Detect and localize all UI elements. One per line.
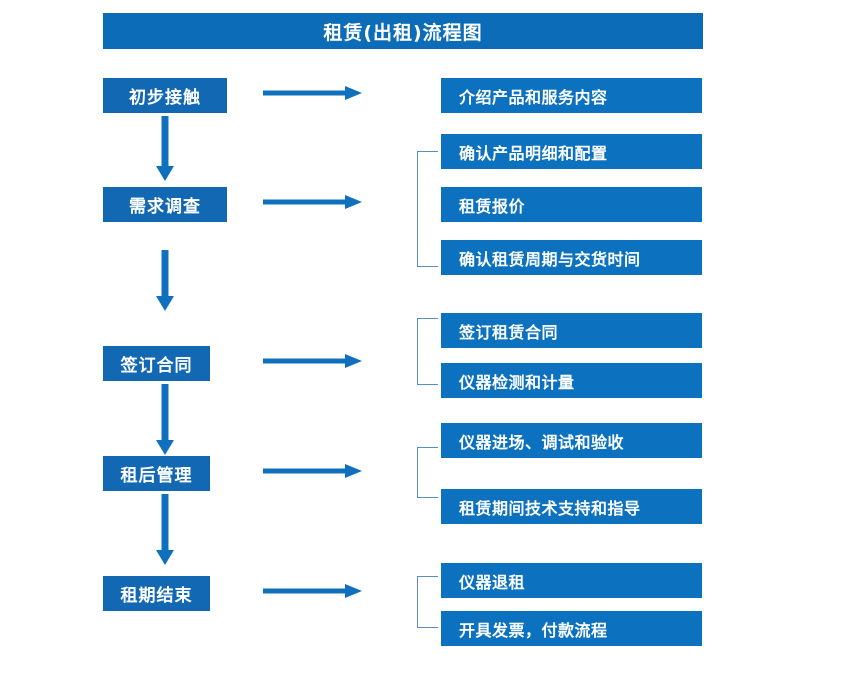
group-bracket-4 <box>417 576 438 628</box>
arrow-down-1 <box>147 250 183 312</box>
arrow-right-3 <box>263 461 363 481</box>
detail-box-4-1[interactable]: 开具发票，付款流程 <box>441 611 702 646</box>
stage-node-3[interactable]: 租后管理 <box>103 456 210 491</box>
stage-node-4[interactable]: 租期结束 <box>103 576 210 611</box>
detail-box-2-0[interactable]: 签订租赁合同 <box>441 313 702 348</box>
arrow-down-0 <box>147 116 183 182</box>
detail-box-1-2[interactable]: 确认租赁周期与交货时间 <box>441 240 702 275</box>
arrow-down-2 <box>147 384 183 456</box>
detail-box-3-0[interactable]: 仪器进场、调试和验收 <box>441 423 702 458</box>
arrow-right-2 <box>263 351 363 371</box>
stage-node-1[interactable]: 需求调查 <box>103 187 227 222</box>
detail-box-1-0[interactable]: 确认产品明细和配置 <box>441 134 702 169</box>
arrow-right-4 <box>263 581 363 601</box>
stage-node-0[interactable]: 初步接触 <box>103 78 227 113</box>
arrow-right-1 <box>263 192 363 212</box>
detail-box-3-1[interactable]: 租赁期间技术支持和指导 <box>441 489 702 524</box>
group-bracket-1 <box>417 151 438 267</box>
detail-box-4-0[interactable]: 仪器退租 <box>441 563 702 598</box>
arrow-down-3 <box>147 494 183 566</box>
detail-box-0-0[interactable]: 介绍产品和服务内容 <box>441 78 702 113</box>
detail-box-1-1[interactable]: 租赁报价 <box>441 187 702 222</box>
diagram-title: 租赁(出租)流程图 <box>103 13 703 49</box>
arrow-right-0 <box>263 83 363 103</box>
detail-box-2-1[interactable]: 仪器检测和计量 <box>441 363 702 398</box>
group-bracket-2 <box>417 318 438 385</box>
group-bracket-3 <box>417 447 438 498</box>
stage-node-2[interactable]: 签订合同 <box>103 346 210 381</box>
